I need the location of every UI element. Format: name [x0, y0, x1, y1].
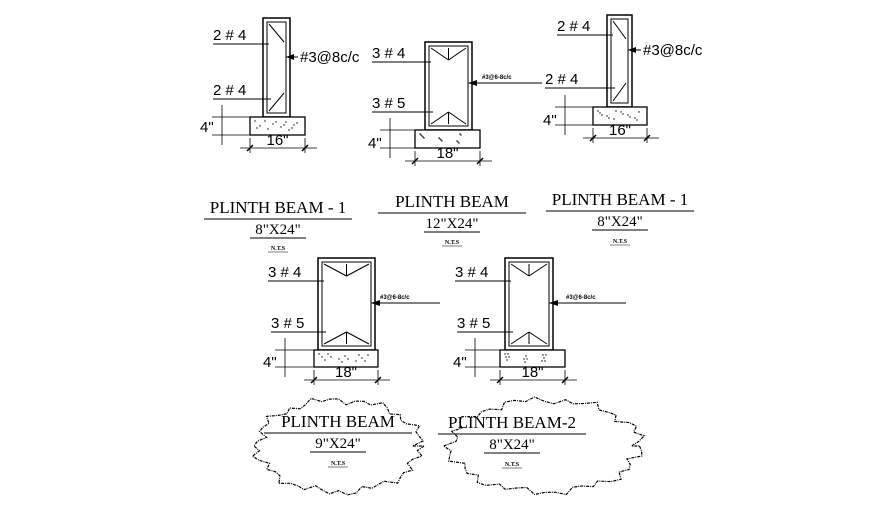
- beam-size: 9"X24": [315, 436, 361, 452]
- revision-cloud: [251, 397, 426, 496]
- stirrup: [610, 18, 629, 104]
- stirrup: [428, 45, 469, 127]
- scale-note: N.T.S: [445, 240, 460, 246]
- beam-title: PLINTH BEAM: [395, 192, 509, 211]
- beam-title: PLINTH BEAM-2: [448, 413, 576, 432]
- pcc-footing: [249, 116, 306, 136]
- revision-cloud: [442, 396, 646, 496]
- pcc-footing: [414, 129, 481, 149]
- scale-note: N.T.S: [271, 246, 286, 252]
- pcc-footing: [592, 106, 648, 126]
- offset-dimension: 4": [263, 354, 277, 371]
- beam-detail-1: 2 # 4 2 # 4 #3@8c/c 4" 16" PLINTH BEAM - 1 8"X…: [200, 17, 360, 253]
- offset-dimension: 4": [368, 135, 382, 152]
- beam-title: PLINTH BEAM - 1: [552, 190, 688, 209]
- beam-detail-4: 3 # 4 3 # 5 #3@6-8c/c 4" 18" PLINTH BEAM 9"X24…: [251, 257, 440, 496]
- beam-detail-3: 2 # 4 2 # 4 #3@8c/c 4" 16" PLINTH BEAM - 1 8"X…: [543, 14, 703, 246]
- beam-size: 8"X24": [489, 437, 535, 453]
- beam-title: PLINTH BEAM: [281, 412, 395, 431]
- scale-note: N.T.S: [505, 462, 520, 468]
- stirrup-label: #3@8c/c: [643, 42, 703, 59]
- bottom-bars-label: 3 # 5: [271, 315, 304, 332]
- top-bars-label: 2 # 4: [213, 27, 246, 44]
- stirrup-label: #3@6-8c/c: [482, 75, 512, 81]
- beam-detail-5: 3 # 4 3 # 5 #3@6-8c/c 4" 18" PLINTH BEAM-2 8"X…: [438, 257, 646, 496]
- top-bars-label: 3 # 4: [268, 264, 301, 281]
- width-dimension: 16": [266, 132, 288, 149]
- width-dimension: 18": [436, 145, 458, 162]
- pcc-footing: [499, 349, 566, 368]
- offset-dimension: 4": [543, 112, 557, 129]
- offset-dimension: 4": [453, 354, 467, 371]
- scale-note: N.T.S: [613, 239, 628, 245]
- stirrup: [508, 261, 550, 347]
- bottom-bars-label: 3 # 5: [372, 95, 405, 112]
- bottom-bars-label: 2 # 4: [213, 82, 246, 99]
- stirrup: [266, 21, 287, 114]
- top-bars-label: 3 # 4: [372, 45, 405, 62]
- beam-title: PLINTH BEAM - 1: [210, 198, 346, 217]
- stirrup-label: #3@8c/c: [300, 49, 360, 66]
- width-dimension: 18": [335, 364, 357, 381]
- width-dimension: 18": [521, 364, 543, 381]
- stirrup-label: #3@6-8c/c: [566, 295, 596, 301]
- bottom-bars-label: 3 # 5: [457, 315, 490, 332]
- beam-size: 8"X24": [255, 222, 301, 238]
- stirrup: [321, 261, 372, 347]
- beam-size: 8"X24": [597, 214, 643, 230]
- stirrup-label: #3@6-8c/c: [380, 295, 410, 301]
- beam-size: 12"X24": [425, 216, 478, 232]
- pcc-footing: [313, 349, 379, 368]
- top-bars-label: 3 # 4: [455, 264, 488, 281]
- offset-dimension: 4": [200, 119, 214, 136]
- top-bars-label: 2 # 4: [557, 18, 590, 35]
- width-dimension: 16": [609, 122, 631, 139]
- beam-detail-2: 3 # 4 3 # 5 #3@6-8c/c 4" 18" PLINTH BEAM 12"X2…: [368, 41, 542, 247]
- scale-note: N.T.S: [331, 461, 346, 467]
- bottom-bars-label: 2 # 4: [545, 71, 578, 88]
